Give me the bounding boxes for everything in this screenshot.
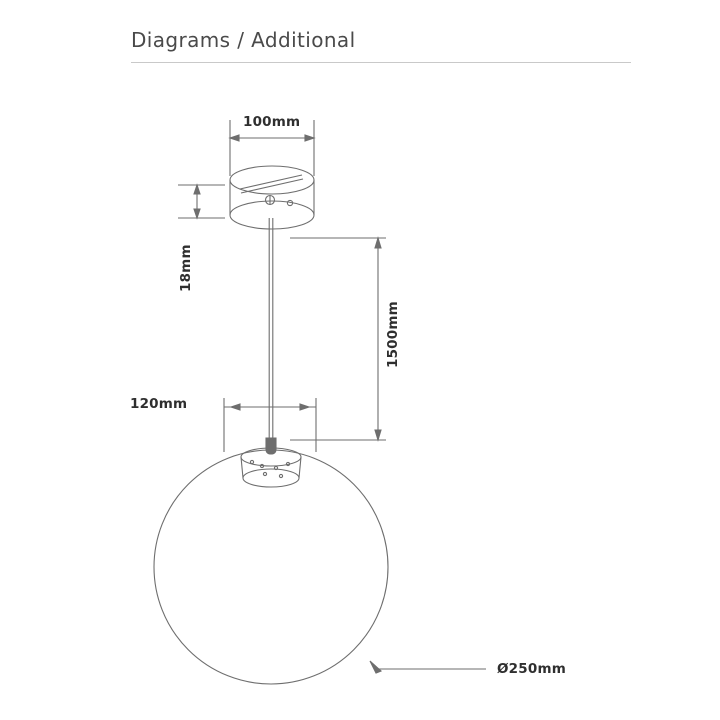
globe-shade — [153, 449, 389, 685]
arrow-120mm-right — [299, 403, 311, 411]
dim-label-globe-diameter: Ø250mm — [497, 661, 566, 677]
canopy-diagonal-detail-1 — [239, 174, 303, 190]
arrow-diameter — [369, 660, 383, 674]
arrow-100mm-right — [304, 134, 316, 142]
arrow-1500mm-top — [374, 236, 382, 249]
arrow-1500mm-bottom — [374, 429, 382, 442]
arrow-18mm-top — [193, 183, 201, 195]
arrow-100mm-left — [228, 134, 240, 142]
canopy-hole-detail-small — [286, 199, 294, 207]
dim-label-canopy-width: 100mm — [243, 114, 301, 130]
vent-hole-6 — [278, 473, 284, 479]
vent-hole-2 — [259, 463, 265, 469]
vent-hole-3 — [273, 465, 279, 471]
canopy-top-ellipse — [229, 165, 315, 195]
canopy-bottom-ellipse — [229, 200, 315, 230]
dim-label-canopy-height: 18mm — [178, 244, 194, 292]
page-title: Diagrams / Additional — [131, 28, 356, 52]
shade-cap-lower-ellipse — [242, 468, 300, 488]
cable-gripper — [265, 437, 277, 455]
arrow-18mm-bottom — [193, 208, 201, 220]
vent-hole-1 — [249, 459, 255, 465]
vent-hole-5 — [262, 471, 268, 477]
arrow-120mm-left — [229, 403, 241, 411]
title-divider — [131, 62, 631, 63]
shade-cap-left — [240, 456, 244, 479]
dim-label-drop-length: 1500mm — [385, 301, 401, 368]
shade-cap-right — [298, 456, 302, 479]
vent-hole-4 — [285, 461, 291, 467]
dim-label-shade-top-width: 120mm — [130, 396, 188, 412]
canopy-diagonal-detail-2 — [240, 178, 304, 194]
